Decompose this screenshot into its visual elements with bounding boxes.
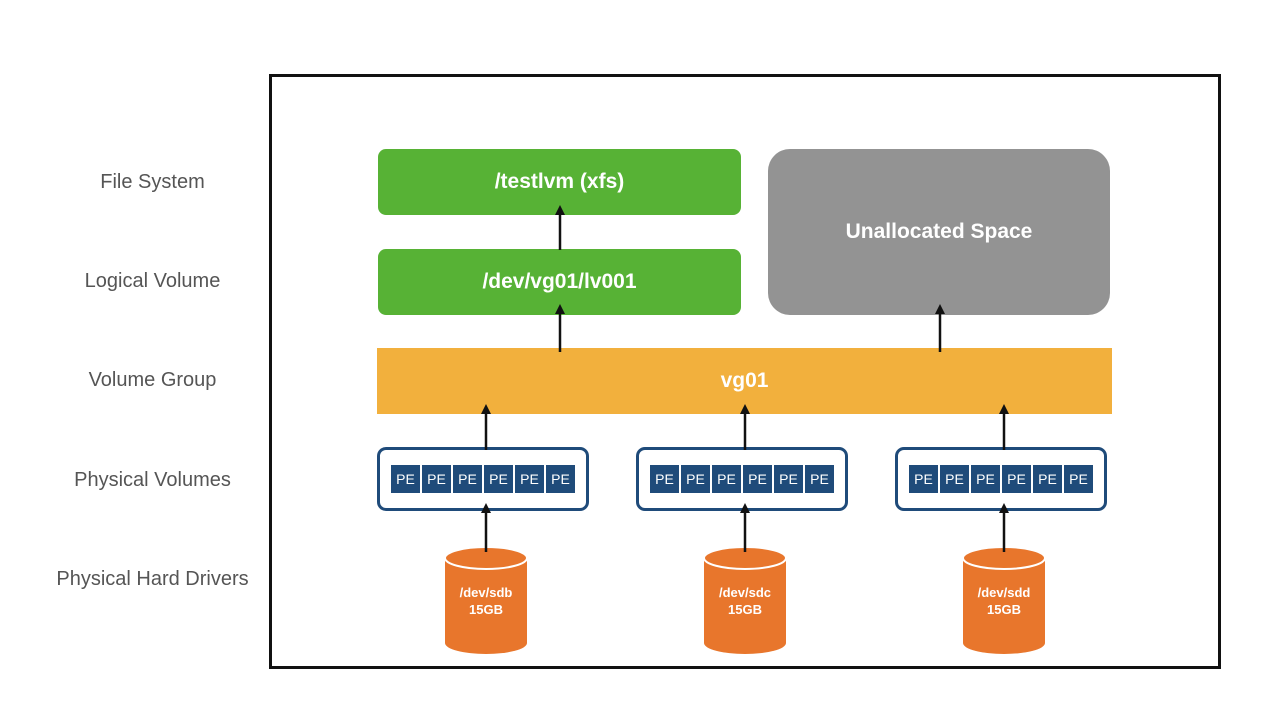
disk-cylinder-icon bbox=[444, 546, 528, 654]
volume-group-bar: vg01 bbox=[377, 348, 1112, 414]
physical-extent: PE bbox=[774, 465, 803, 493]
layer-label-logical-volume: Logical Volume bbox=[84, 270, 221, 292]
physical-volume-1: PE PE PE PE PE PE bbox=[377, 447, 589, 511]
physical-extent: PE bbox=[391, 465, 420, 493]
disk-cylinder-icon bbox=[703, 546, 787, 654]
physical-extent: PE bbox=[1064, 465, 1093, 493]
physical-extent: PE bbox=[909, 465, 938, 493]
layer-label-physical-volumes: Physical Volumes bbox=[74, 469, 231, 491]
drive-device-label: /dev/sdd bbox=[977, 585, 1031, 600]
physical-extent: PE bbox=[1002, 465, 1031, 493]
physical-extent: PE bbox=[940, 465, 969, 493]
drive-sdb: /dev/sdb 15GB bbox=[444, 546, 528, 655]
layer-label-volume-group: Volume Group bbox=[88, 369, 217, 391]
physical-extent: PE bbox=[712, 465, 741, 493]
physical-extent: PE bbox=[515, 465, 544, 493]
layer-label-physical-hard-drivers: Physical Hard Drivers bbox=[56, 568, 249, 590]
drive-sdc: /dev/sdc 15GB bbox=[703, 546, 787, 655]
physical-extent: PE bbox=[484, 465, 513, 493]
physical-extent: PE bbox=[1033, 465, 1062, 493]
physical-extent: PE bbox=[971, 465, 1000, 493]
drive-sdd: /dev/sdd 15GB bbox=[962, 546, 1046, 655]
disk-cylinder-icon bbox=[962, 546, 1046, 654]
drive-size-label: 15GB bbox=[469, 602, 503, 617]
physical-extent: PE bbox=[422, 465, 451, 493]
physical-extent: PE bbox=[453, 465, 482, 493]
drive-size-label: 15GB bbox=[987, 602, 1021, 617]
drive-device-label: /dev/sdc bbox=[718, 585, 772, 600]
physical-extent: PE bbox=[743, 465, 772, 493]
drive-device-label: /dev/sdb bbox=[459, 585, 513, 600]
layer-label-file-system: File System bbox=[100, 171, 205, 193]
diagram-frame bbox=[269, 74, 1221, 669]
drive-size-label: 15GB bbox=[728, 602, 762, 617]
physical-extent: PE bbox=[681, 465, 710, 493]
unallocated-space-box: Unallocated Space bbox=[768, 149, 1110, 315]
physical-extent: PE bbox=[546, 465, 575, 493]
physical-extent: PE bbox=[650, 465, 679, 493]
physical-extent: PE bbox=[805, 465, 834, 493]
physical-volume-3: PE PE PE PE PE PE bbox=[895, 447, 1107, 511]
filesystem-box: /testlvm (xfs) bbox=[378, 149, 741, 215]
